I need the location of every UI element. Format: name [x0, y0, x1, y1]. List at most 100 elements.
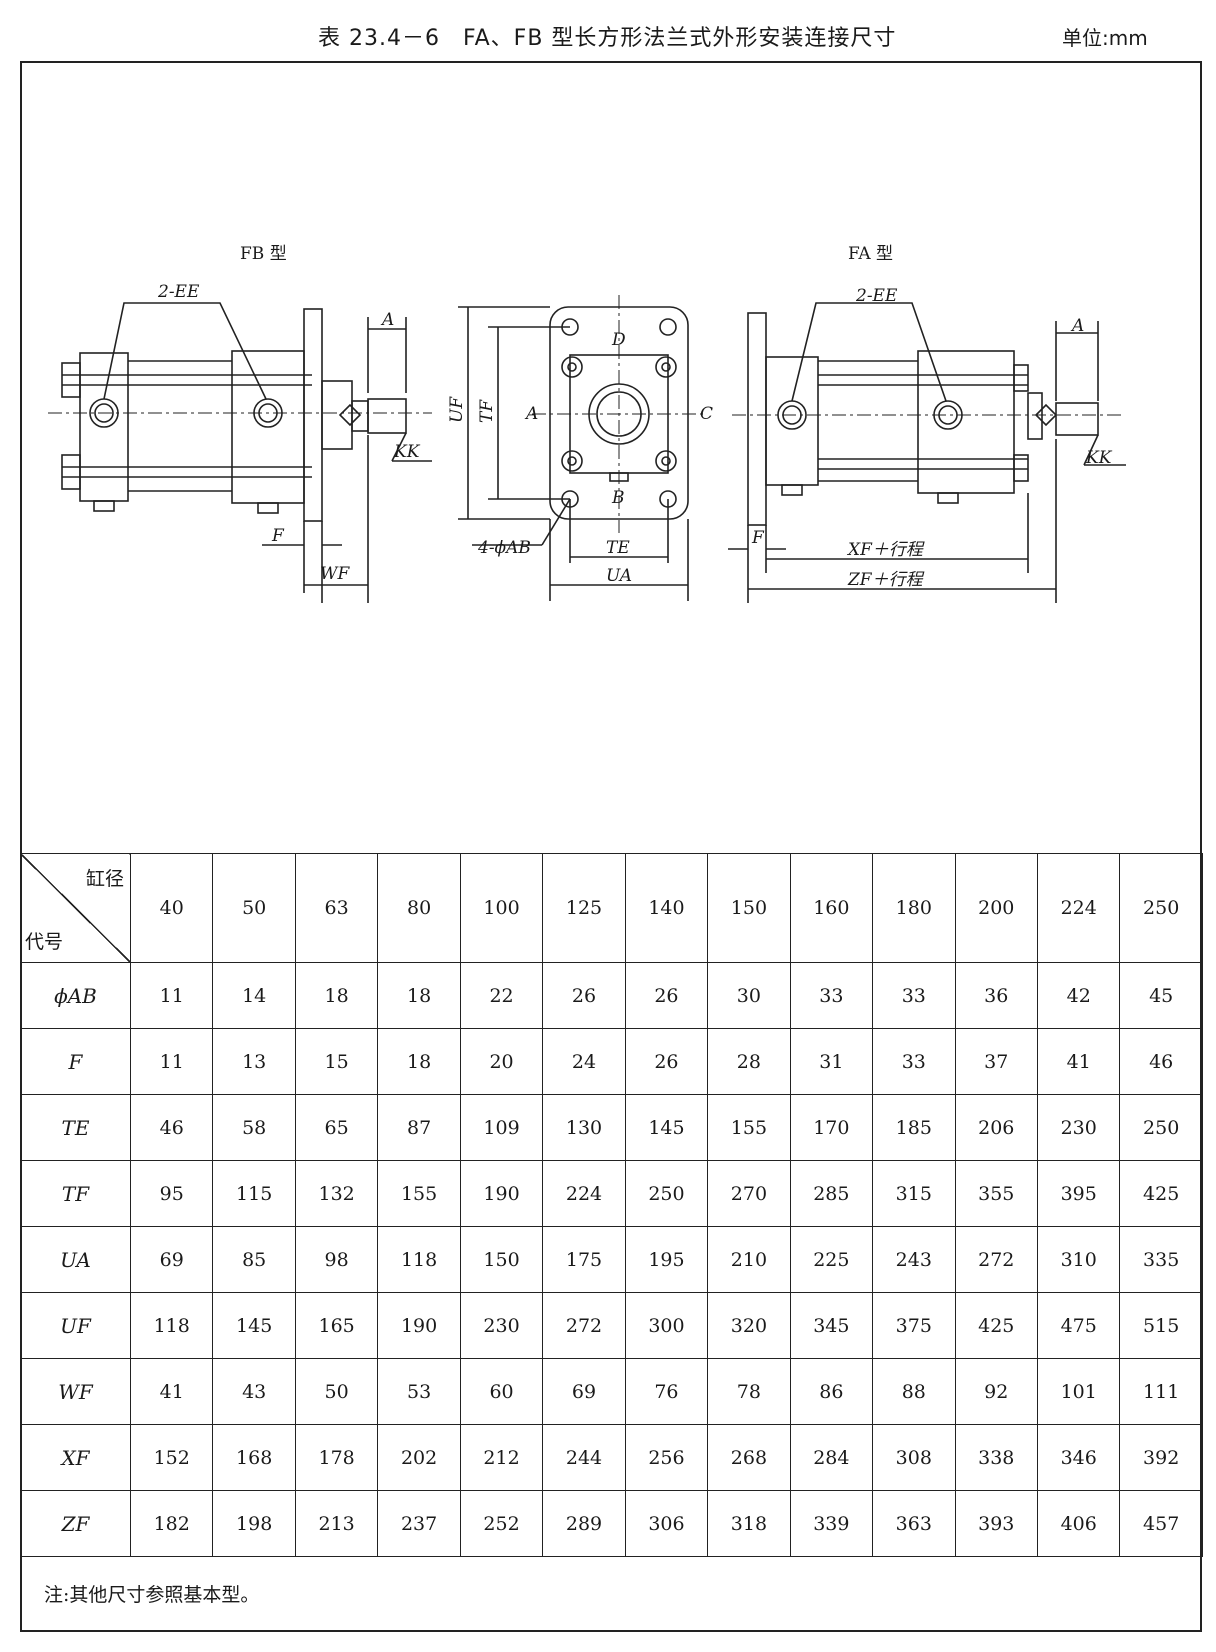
value-cell: 86 [789, 1358, 874, 1425]
side-b-label: B [611, 488, 625, 508]
corner-cell: 缸径 代号 [20, 853, 131, 963]
value-cell: 155 [707, 1094, 791, 1161]
value-cell: 26 [624, 962, 709, 1029]
value-cell: 152 [129, 1424, 214, 1491]
fb-f-label: F [271, 526, 285, 546]
value-cell: 225 [789, 1226, 874, 1293]
value-cell: 256 [624, 1424, 709, 1491]
value-cell: 22 [459, 962, 544, 1029]
value-cell: 50 [294, 1358, 379, 1425]
value-cell: 33 [789, 962, 874, 1029]
value-cell: 41 [1036, 1028, 1121, 1095]
value-cell: 195 [624, 1226, 709, 1293]
value-cell: 285 [789, 1160, 874, 1227]
value-cell: 268 [707, 1424, 791, 1491]
value-cell: 190 [459, 1160, 544, 1227]
bore-header: 50 [212, 853, 296, 963]
value-cell: 24 [542, 1028, 626, 1095]
value-cell: 18 [377, 962, 461, 1029]
fa-a-label: A [1070, 316, 1084, 336]
bore-header: 63 [294, 853, 379, 963]
table-header-row: 缸径 代号 40 50 63 80 100 125 140 150 160 18… [20, 853, 1203, 963]
value-cell: 109 [459, 1094, 544, 1161]
value-cell: 18 [377, 1028, 461, 1095]
fa-f-label: F [751, 528, 765, 548]
value-cell: 310 [1036, 1226, 1121, 1293]
drawing-svg: FB 型 FA 型 2-EE 2-EE A A KK KK F WF F XF＋… [48, 244, 1126, 603]
mounting-drawing: FB 型 FA 型 2-EE 2-EE A A KK KK F WF F XF＋… [22, 63, 1200, 853]
value-cell: 272 [542, 1292, 626, 1359]
value-cell: 355 [954, 1160, 1038, 1227]
value-cell: 457 [1119, 1490, 1203, 1557]
value-cell: 182 [129, 1490, 214, 1557]
row-code-cell: ZF [20, 1490, 131, 1557]
value-cell: 88 [872, 1358, 956, 1425]
value-cell: 37 [954, 1028, 1038, 1095]
row-code-cell: ϕAB [20, 962, 131, 1029]
value-cell: 289 [542, 1490, 626, 1557]
value-cell: 237 [377, 1490, 461, 1557]
row-code-cell: TE [20, 1094, 131, 1161]
bore-header: 80 [377, 853, 461, 963]
value-cell: 14 [212, 962, 296, 1029]
value-cell: 69 [542, 1358, 626, 1425]
value-cell: 375 [872, 1292, 956, 1359]
side-d-label: D [611, 330, 626, 350]
bore-header: 180 [872, 853, 956, 963]
value-cell: 306 [624, 1490, 709, 1557]
tf-label: TF [477, 399, 497, 423]
bore-header: 150 [707, 853, 791, 963]
value-cell: 345 [789, 1292, 874, 1359]
row-code-cell: UA [20, 1226, 131, 1293]
fb-caption: FB 型 [240, 244, 287, 264]
value-cell: 338 [954, 1424, 1038, 1491]
value-cell: 15 [294, 1028, 379, 1095]
value-cell: 145 [624, 1094, 709, 1161]
fa-kk-label: KK [1085, 448, 1113, 468]
fb-ee-label: 2-EE [157, 282, 200, 302]
value-cell: 30 [707, 962, 791, 1029]
value-cell: 92 [954, 1358, 1038, 1425]
value-cell: 13 [212, 1028, 296, 1095]
value-cell: 43 [212, 1358, 296, 1425]
value-cell: 36 [954, 962, 1038, 1029]
value-cell: 212 [459, 1424, 544, 1491]
value-cell: 393 [954, 1490, 1038, 1557]
value-cell: 406 [1036, 1490, 1121, 1557]
value-cell: 85 [212, 1226, 296, 1293]
value-cell: 45 [1119, 962, 1203, 1029]
value-cell: 78 [707, 1358, 791, 1425]
value-cell: 346 [1036, 1424, 1121, 1491]
te-label: TE [606, 538, 630, 558]
value-cell: 11 [129, 962, 214, 1029]
value-cell: 18 [294, 962, 379, 1029]
bore-header: 200 [954, 853, 1038, 963]
value-cell: 115 [212, 1160, 296, 1227]
fb-wf-label: WF [320, 564, 350, 584]
fb-kk-label: KK [393, 442, 421, 462]
row-code-cell: F [20, 1028, 131, 1095]
bore-header: 140 [624, 853, 709, 963]
bore-header: 160 [789, 853, 874, 963]
value-cell: 42 [1036, 962, 1121, 1029]
row-code-cell: TF [20, 1160, 131, 1227]
fa-xf-label: XF＋行程 [846, 540, 925, 560]
fa-caption: FA 型 [848, 244, 893, 264]
value-cell: 101 [1036, 1358, 1121, 1425]
bore-header: 100 [459, 853, 544, 963]
value-cell: 250 [1119, 1094, 1203, 1161]
value-cell: 250 [624, 1160, 709, 1227]
value-cell: 98 [294, 1226, 379, 1293]
value-cell: 213 [294, 1490, 379, 1557]
value-cell: 315 [872, 1160, 956, 1227]
side-c-label: C [700, 404, 713, 424]
value-cell: 20 [459, 1028, 544, 1095]
value-cell: 118 [129, 1292, 214, 1359]
value-cell: 270 [707, 1160, 791, 1227]
dimension-table: 缸径 代号 40 50 63 80 100 125 140 150 160 18… [20, 853, 1203, 1557]
